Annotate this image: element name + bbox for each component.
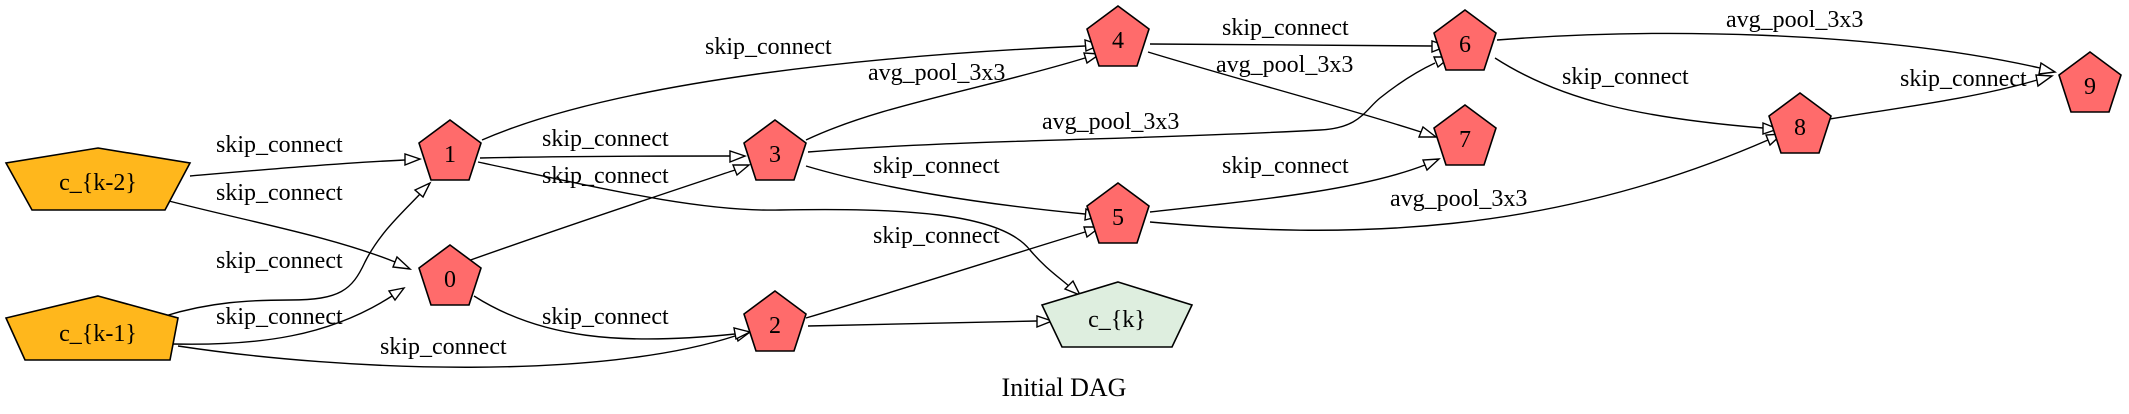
edge-label-n8-n9: skip_connect (1900, 66, 2027, 92)
arrowhead-ck1-n1 (413, 181, 432, 199)
edge-n2-n5 (805, 231, 1086, 319)
diagram-title: Initial DAG (1002, 373, 1127, 402)
edge-ck1-n0 (171, 295, 393, 345)
node-n2: 2 (743, 290, 807, 352)
edge-n3-n6 (807, 62, 1436, 153)
node-label-ck1: c_{k-1} (59, 321, 137, 347)
edge-n1-n4 (481, 45, 1086, 141)
edge-label-ck2-n0: skip_connect (216, 180, 343, 206)
edge-label-n3-n5: skip_connect (873, 153, 1000, 179)
node-label-n0: 0 (444, 267, 456, 293)
node-label-n7: 7 (1459, 127, 1471, 153)
edge-labels: skip_connect skip_connect skip_connect s… (216, 7, 2027, 360)
node-shape-n8 (1768, 92, 1832, 154)
node-shape-n3 (743, 119, 807, 181)
arrowhead-n6-n8 (1762, 121, 1781, 135)
node-label-ck2: c_{k-2} (59, 170, 137, 196)
edge-n3-n4 (805, 57, 1086, 141)
edge-n6-n8 (1494, 57, 1764, 129)
edge-n5-n7 (1149, 164, 1426, 213)
node-shape-n7 (1433, 104, 1497, 166)
edge-label-n1-ck: skip_connect (542, 163, 669, 189)
arrowhead-n2-ck (1036, 315, 1055, 329)
node-shape-n5 (1086, 182, 1150, 244)
edge-label-n1-n4: skip_connect (705, 34, 832, 60)
edge-n0-n2 (473, 295, 736, 340)
node-n7: 7 (1433, 104, 1497, 166)
node-shape-n4 (1086, 5, 1150, 67)
edge-label-n2-n5: skip_connect (873, 223, 1000, 249)
node-shape-n2 (743, 290, 807, 352)
edge-ck1-n1 (164, 193, 421, 317)
edge-n1-n3 (479, 155, 731, 159)
edge-label-n5-n8: avg_pool_3x3 (1390, 186, 1527, 212)
node-shape-ck1 (4, 295, 179, 361)
arrowhead-n0-n2 (733, 327, 753, 341)
edges (164, 32, 2058, 368)
node-n9: 9 (2058, 51, 2122, 113)
node-label-n5: 5 (1112, 205, 1124, 231)
edge-label-n6-n8: skip_connect (1562, 64, 1689, 90)
edge-label-ck1-n1: skip_connect (216, 248, 343, 274)
node-label-n2: 2 (769, 313, 781, 339)
node-label-n3: 3 (769, 142, 781, 168)
edge-n0-n3 (464, 169, 736, 263)
edge-ck1-n2 (177, 335, 736, 368)
edge-n4-n6 (1149, 43, 1433, 47)
node-shape-n6 (1433, 9, 1497, 71)
arrowhead-ck2-n1 (404, 153, 423, 167)
arrowhead-n8-n9 (2035, 74, 2055, 88)
arrowhead-n1-ck (1063, 279, 1082, 297)
arrowhead-ck1-n0 (387, 286, 406, 302)
node-label-n6: 6 (1459, 32, 1471, 58)
edge-n6-n9 (1496, 32, 2041, 69)
node-n4: 4 (1086, 5, 1150, 67)
edge-label-ck2-n1: skip_connect (216, 132, 343, 158)
node-shape-ck2 (4, 147, 192, 211)
node-ck: c_{k} (1040, 281, 1194, 348)
node-n3: 3 (743, 119, 807, 181)
edge-n3-n5 (805, 165, 1086, 215)
node-label-ck: c_{k} (1088, 307, 1146, 333)
node-shape-ck (1040, 281, 1194, 348)
node-label-n9: 9 (2084, 74, 2096, 100)
edge-ck2-n1 (189, 159, 406, 177)
arrowhead-n4-n7 (1417, 125, 1439, 138)
edge-n5-n8 (1149, 139, 1769, 231)
node-shape-n9 (2058, 51, 2122, 113)
edge-label-n3-n4: avg_pool_3x3 (868, 60, 1005, 86)
edge-label-n1-n3: skip_connect (542, 126, 669, 152)
node-ck2: c_{k-2} (4, 147, 192, 211)
arrowhead-n6-n9 (2038, 61, 2058, 75)
edge-label-n0-n2: skip_connect (542, 304, 669, 330)
node-n6: 6 (1433, 9, 1497, 71)
nodes: c_{k-2} c_{k-1} c_{k} 0 1 2 3 (4, 5, 2122, 361)
edge-label-n4-n7: avg_pool_3x3 (1216, 52, 1353, 78)
edge-label-ck1-n0: skip_connect (216, 304, 343, 330)
node-label-n4: 4 (1112, 28, 1124, 54)
edge-n2-ck (807, 320, 1038, 327)
edge-label-ck1-n2: skip_connect (380, 334, 507, 360)
edge-n4-n7 (1147, 51, 1422, 133)
edge-label-n4-n6: skip_connect (1222, 15, 1349, 41)
node-ck1: c_{k-1} (4, 295, 179, 361)
node-shape-n1 (418, 119, 482, 181)
edge-label-n5-n7: skip_connect (1222, 153, 1349, 179)
node-label-n8: 8 (1794, 115, 1806, 141)
edge-label-n6-n9: avg_pool_3x3 (1726, 7, 1863, 33)
node-label-n1: 1 (444, 142, 456, 168)
arrowhead-n0-n3 (731, 164, 751, 177)
node-n5: 5 (1086, 182, 1150, 244)
arrowhead-n5-n7 (1421, 158, 1441, 172)
edge-n1-ck (477, 161, 1071, 288)
edge-label-n3-n6: avg_pool_3x3 (1042, 109, 1179, 135)
node-n1: 1 (418, 119, 482, 181)
node-n0: 0 (418, 244, 482, 306)
arrowhead-ck2-n0 (392, 255, 413, 270)
node-shape-n0 (418, 244, 482, 306)
node-n8: 8 (1768, 92, 1832, 154)
arrowhead-n1-n3 (729, 150, 748, 164)
